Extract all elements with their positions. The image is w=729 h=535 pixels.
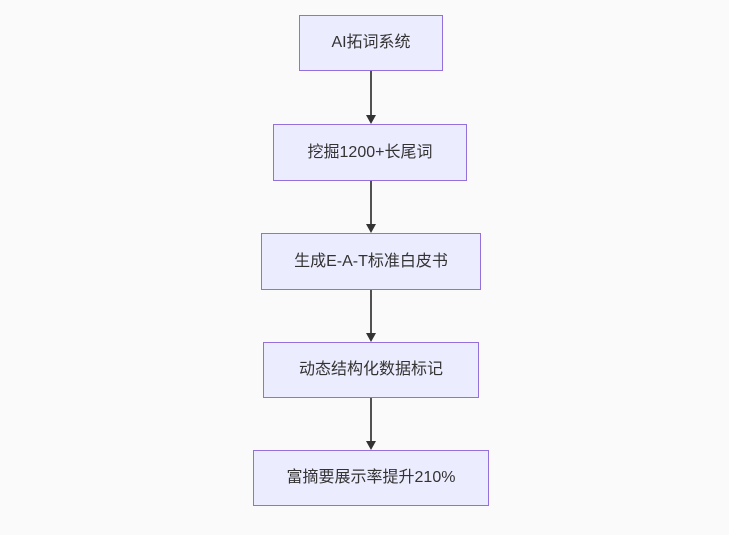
flow-node-ai-word-expansion: AI拓词系统 (299, 15, 443, 71)
flow-node-label: AI拓词系统 (331, 34, 411, 52)
flow-node-label: 生成E-A-T标准白皮书 (294, 252, 448, 270)
flow-node-longtail-keywords: 挖掘1200+长尾词 (273, 124, 467, 181)
flow-node-eat-whitepaper: 生成E-A-T标准白皮书 (261, 233, 481, 290)
arrow-down-icon (366, 398, 376, 450)
arrow-down-icon (366, 181, 376, 233)
flow-node-structured-data-markup: 动态结构化数据标记 (263, 342, 479, 398)
flow-node-label: 动态结构化数据标记 (298, 361, 443, 379)
arrow-down-icon (366, 290, 376, 342)
arrow-down-icon (366, 71, 376, 124)
flow-node-rich-snippet-rate: 富摘要展示率提升210% (253, 450, 489, 506)
flow-node-label: 富摘要展示率提升210% (286, 469, 456, 487)
flow-node-label: 挖掘1200+长尾词 (307, 143, 433, 161)
